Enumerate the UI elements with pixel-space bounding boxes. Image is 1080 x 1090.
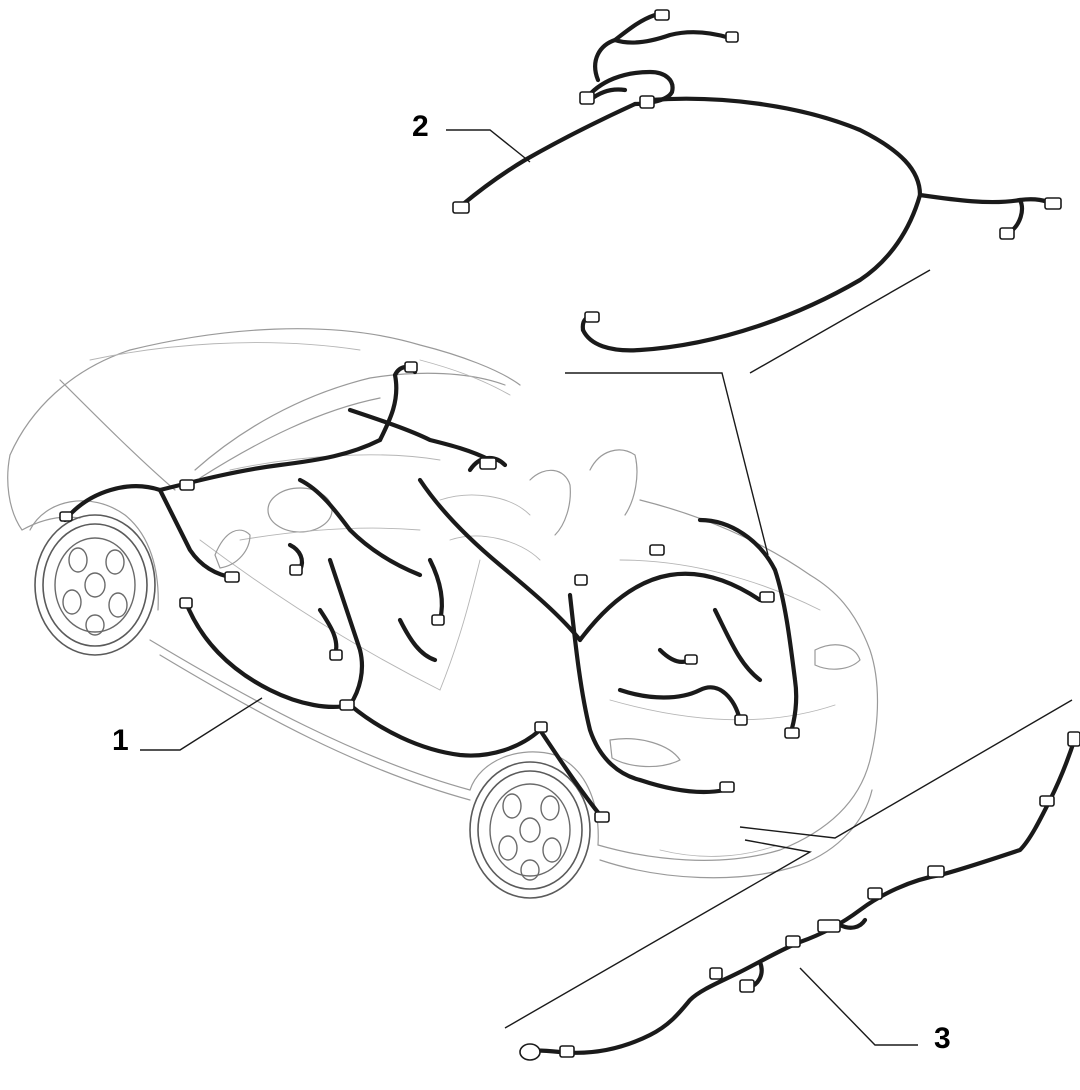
rear-wheel <box>469 761 591 899</box>
callout-label-3: 3 <box>934 1022 951 1055</box>
leader-line-3 <box>799 967 918 1046</box>
leader-line-2 <box>446 129 531 163</box>
callout-2: 2 <box>412 110 531 163</box>
rear-bumper-harness-part-3 <box>519 735 1078 1055</box>
roof-harness-part-2 <box>459 12 1058 353</box>
callout-label-2: 2 <box>412 110 429 143</box>
main-harness-connectors <box>59 361 800 823</box>
part-group-lines <box>504 269 1073 1029</box>
main-wiring-harness <box>62 365 799 818</box>
bumper-harness-connectors <box>519 731 1080 1061</box>
roof-harness-connectors <box>452 9 1062 323</box>
callout-1: 1 <box>112 697 263 757</box>
callout-3: 3 <box>799 967 951 1055</box>
leader-line-1 <box>140 697 263 751</box>
callout-label-1: 1 <box>112 724 129 757</box>
front-wheel <box>34 514 156 656</box>
